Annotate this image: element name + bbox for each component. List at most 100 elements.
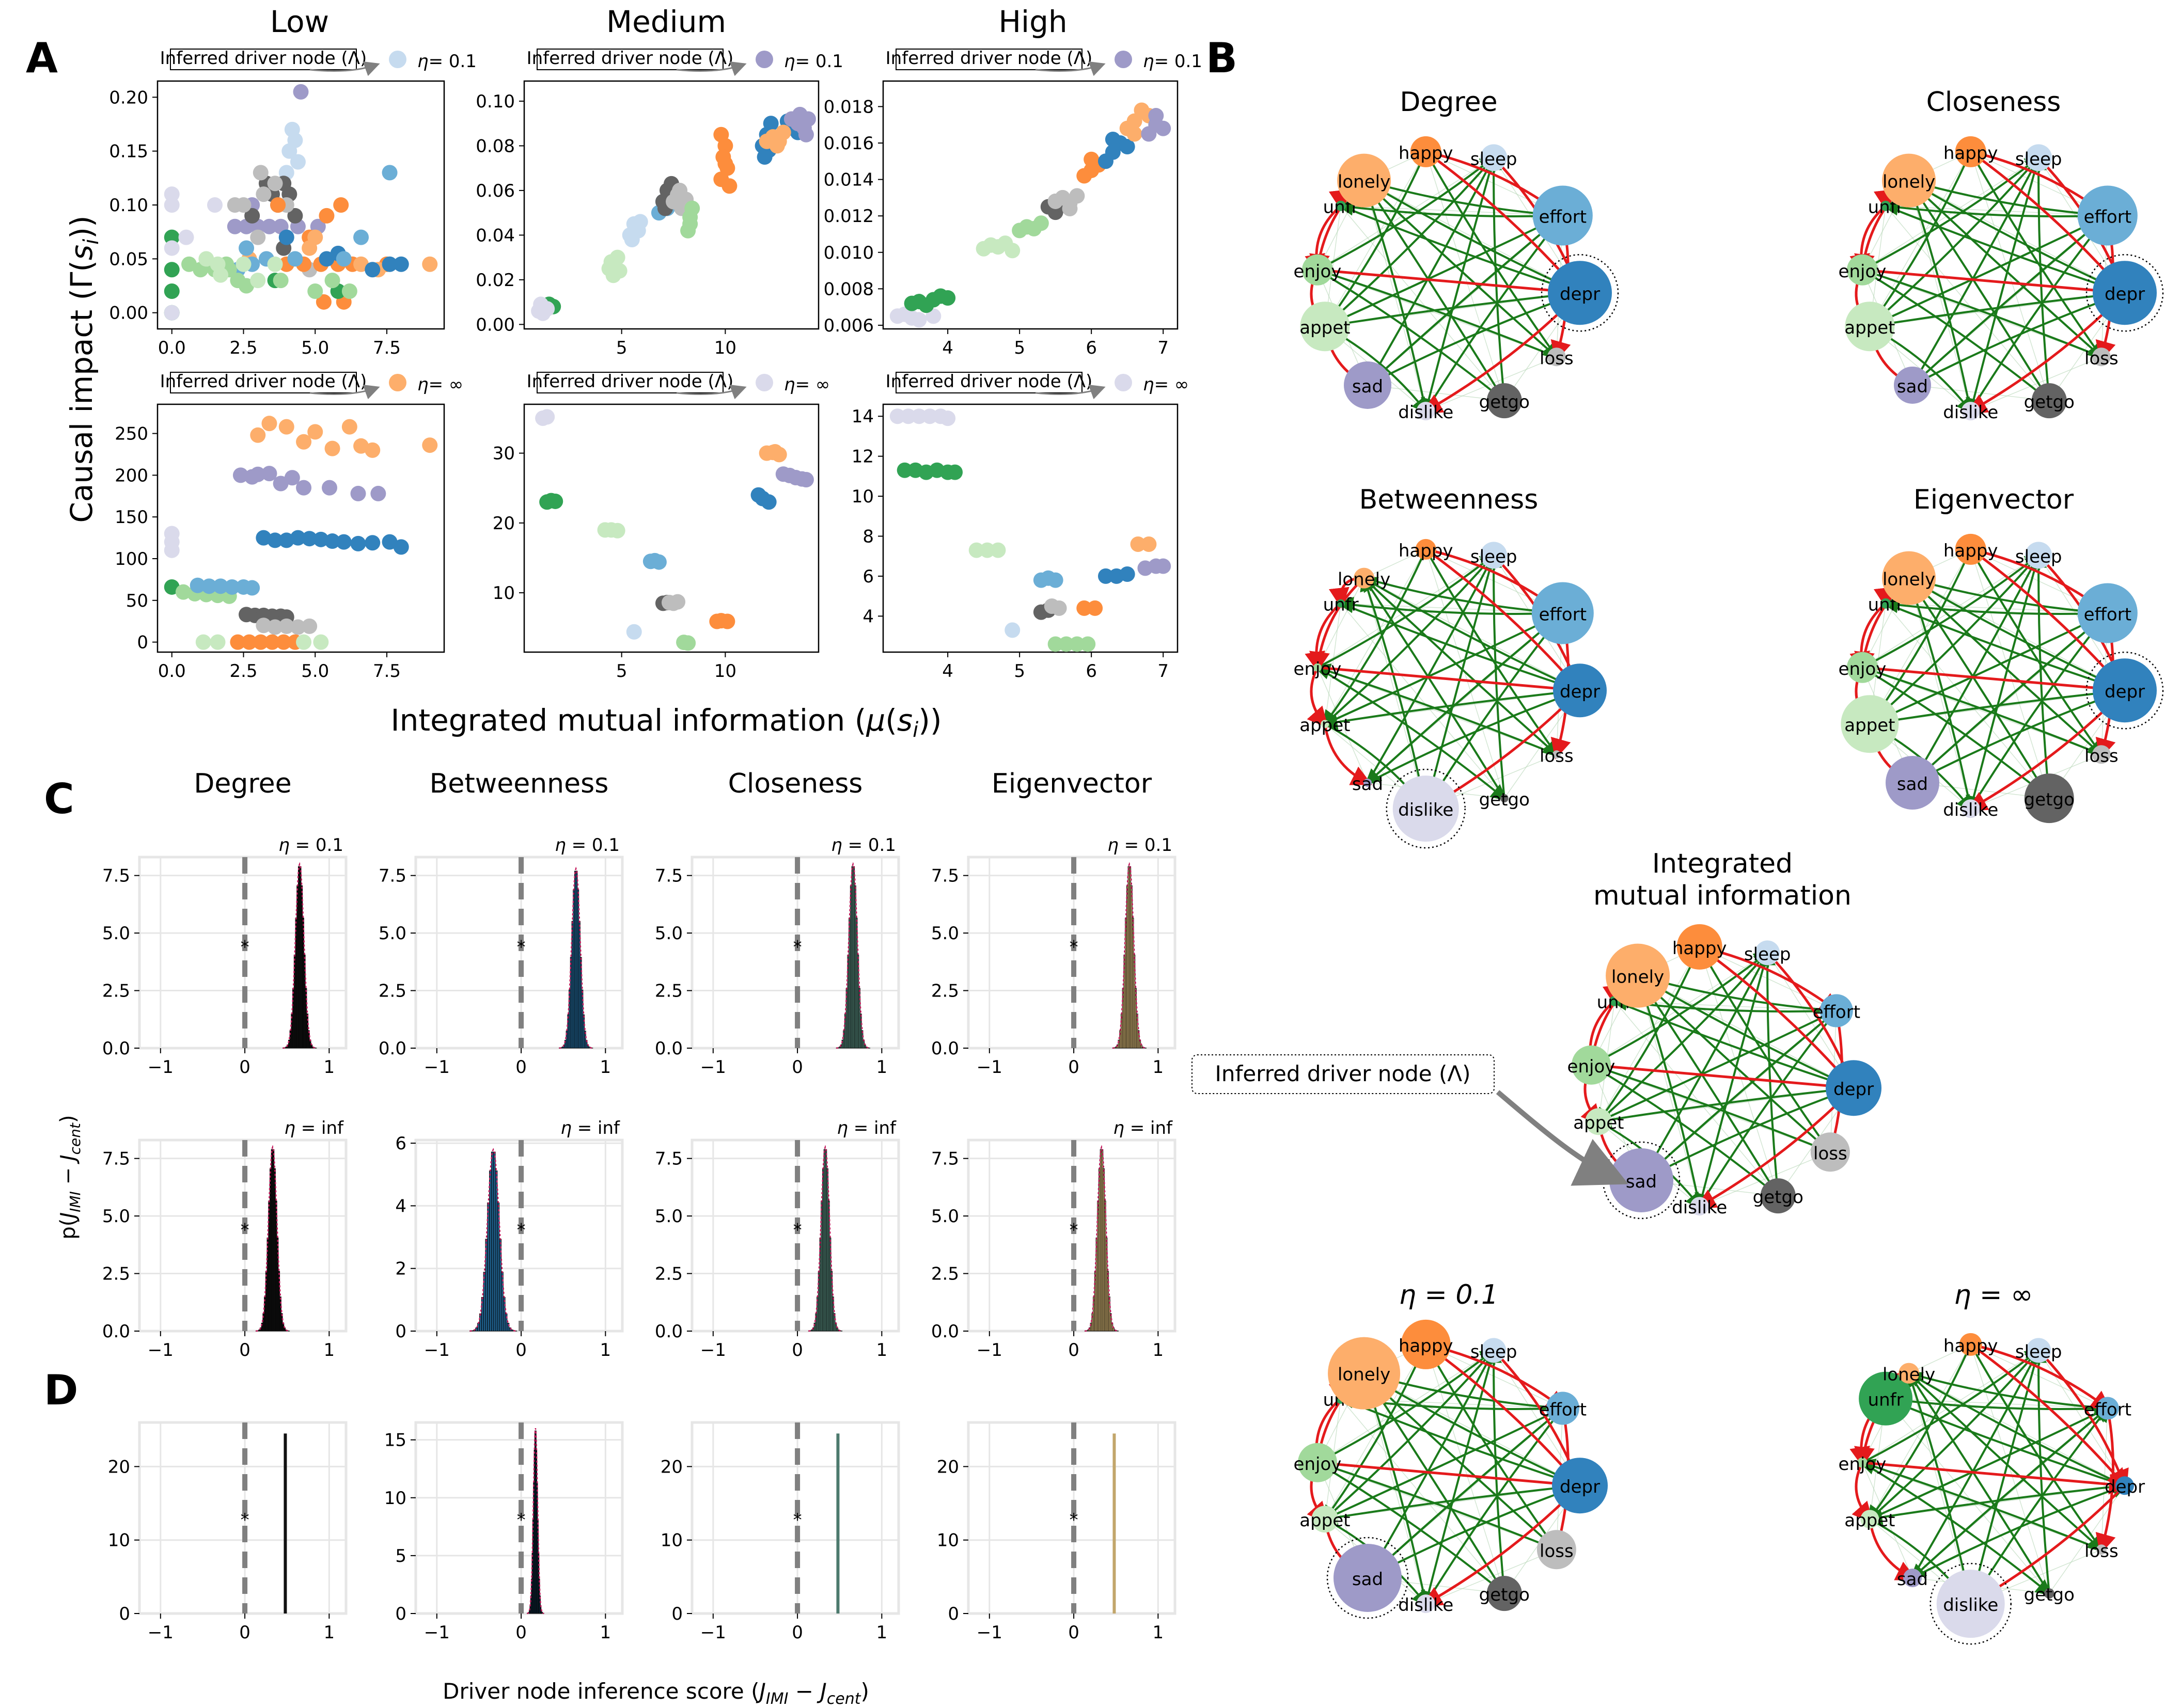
histogram-bar [493,1151,496,1332]
panel-d-xlabel: Driver node inference score (JIMI − Jcen… [443,1679,869,1708]
network-edge-negative [1970,1343,2128,1490]
panel-a-title-medium: Medium [606,4,726,39]
network-edge-positive [1367,1347,1496,1578]
histogram-bar [489,1171,492,1332]
node-label-dislike: dislike [1943,800,1998,820]
scatter-point [670,594,686,610]
driver-annotation-box [170,49,357,70]
driver-node-ring [2085,254,2164,332]
panel-b-title-imi-1: Integrated [1652,848,1793,879]
driver-annotation-arrow [309,61,380,76]
node-label-happy: happy [1672,938,1727,959]
x-tick-label: 0 [515,1057,527,1078]
scatter-point [1141,536,1157,552]
network-edge-positive [1905,178,2125,294]
y-tick-label: 30 [493,444,515,464]
scatter-point [267,619,283,635]
scatter-point [333,197,349,213]
y-tick-label: 5.0 [655,1206,683,1227]
node-label-effort: effort [2084,207,2131,228]
network-edge-negative [2095,1408,2116,1555]
y-tick-label: 20 [493,513,515,534]
node-label-dislike: dislike [1672,1197,1727,1218]
scatter-point [307,283,323,299]
scatter-point [626,624,642,640]
scatter-point [539,409,555,425]
network-edge-positive [1885,602,2129,694]
scatter-point [365,262,381,278]
significance-star: * [517,937,526,957]
scatter-point [256,186,272,202]
network-edge-positive [1970,610,2110,810]
scatter-point [313,634,329,650]
network-node-dislike [1690,1197,1709,1216]
network-node-happy [1955,136,1986,167]
network-node-unfr [1336,200,1346,211]
scatter-point [767,444,783,460]
network-node-sad [1894,366,1932,404]
node-label-effort: effort [1539,207,1587,228]
driver-annotation-box [537,372,724,393]
scatter-point [1047,636,1063,652]
network-edge-positive [1424,151,1559,360]
network-edge-positive [1317,1348,1497,1464]
y-tick-label: 0.10 [109,195,148,216]
network-edge-negative [1317,268,1585,302]
network-edge-positive [1911,213,2111,386]
scatter-point [365,442,381,458]
y-tick-label: 10 [661,1530,683,1551]
x-tick-label: 7 [1157,661,1169,682]
driver-annotation-text: Inferred driver node (Λ) [160,48,367,69]
scatter-point [164,229,180,245]
x-tick-label: −1 [424,1057,450,1078]
network-edge-positive [1367,213,1566,386]
network-edge-positive [1640,1008,1840,1181]
y-tick-label: 0 [395,1321,406,1342]
y-tick-label: 6 [862,566,874,587]
x-tick-label: 7 [1157,338,1169,358]
network-node-depr [2093,261,2157,325]
node-label-depr: depr [1560,284,1600,305]
y-tick-label: 0.04 [476,225,515,246]
network-edge-faint [1425,151,1505,401]
network-edge-faint [1425,356,1557,412]
network-node-sleep [1481,1338,1507,1363]
x-tick-label: −1 [148,1622,174,1643]
x-tick-label: 5.0 [301,338,329,358]
scatter-point [1076,600,1092,616]
node-label-sad: sad [1352,1569,1383,1590]
network-edge-faint [1425,1344,1505,1594]
scatter-point [680,635,696,651]
scatter-point [164,240,180,256]
y-tick-label: 20 [937,1457,959,1477]
axes-frame [523,80,820,330]
scatter-point [1033,215,1049,231]
axes-frame [882,403,1179,653]
node-label-loss: loss [2084,746,2119,766]
scatter-point [316,294,332,310]
driver-annotation-box [896,372,1082,393]
network-edge-positive [1905,576,2125,692]
panel-b-title-eigenvector: Eigenvector [1913,484,2074,515]
network-edge-faint [1699,946,1779,1196]
scatter-point [164,283,180,299]
network-edge-positive [1424,1343,1559,1553]
scatter-point [278,618,294,634]
eta-label: η = inf [1113,1118,1173,1138]
node-label-effort: effort [1813,1002,1860,1023]
histogram-bar [308,1030,310,1049]
network-edge-negative [1862,1461,2130,1495]
y-tick-label: 2.5 [655,981,683,1002]
scatter-point [302,531,318,547]
axes-frame [156,403,445,653]
network-node-happy [1676,924,1722,970]
node-label-loss: loss [1813,1143,1847,1164]
driver-annotation-box [170,372,357,393]
driver-annotation-arrow [1035,385,1106,400]
scatter-point [393,539,409,555]
scatter-point [350,485,366,501]
scatter-point [239,240,255,256]
network-node-enjoy [1297,1443,1337,1482]
node-label-depr: depr [2105,1477,2145,1497]
network-edge-faint [1341,603,1563,614]
